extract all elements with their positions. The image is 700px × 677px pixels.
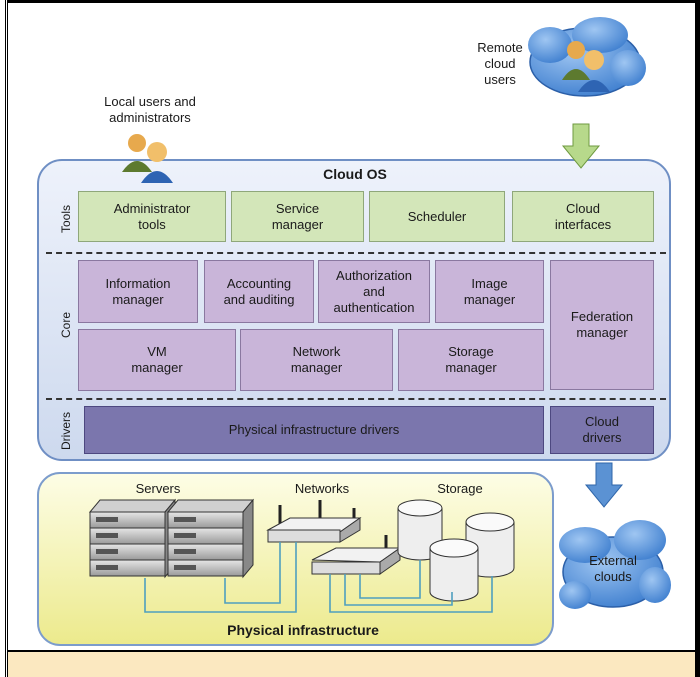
physical-infrastructure-drivers-box[interactable]: Physical infrastructure drivers — [84, 406, 544, 454]
core-drivers-divider — [46, 398, 666, 400]
vm-manager-box[interactable]: VM manager — [78, 329, 236, 391]
bottom-band — [8, 650, 695, 677]
remote-cloud-icon — [528, 17, 646, 97]
local-users-icon — [122, 134, 173, 183]
external-cloud-arrow — [584, 462, 624, 508]
remote-users-icon — [562, 41, 610, 92]
storage-icon — [397, 499, 515, 602]
top-border — [8, 0, 697, 3]
cloud-os-title: Cloud OS — [323, 166, 387, 182]
information-manager-box[interactable]: Information manager — [78, 260, 198, 323]
servers-label: Servers — [135, 481, 181, 496]
local-users-label: Local users and administrators — [104, 94, 196, 125]
storage-label: Storage — [437, 481, 483, 496]
core-section-label: Core — [59, 312, 73, 339]
physical-infrastructure-title: Physical infrastructure — [227, 622, 379, 638]
scheduler-box[interactable]: Scheduler — [369, 191, 505, 242]
accounting-auditing-box[interactable]: Accounting and auditing — [204, 260, 314, 323]
left-border — [0, 0, 8, 677]
federation-manager-box[interactable]: Federation manager — [550, 260, 654, 390]
right-border — [695, 0, 700, 677]
external-clouds-label: External clouds — [589, 553, 637, 584]
remote-access-arrow — [561, 123, 601, 169]
storage-manager-box[interactable]: Storage manager — [398, 329, 544, 391]
networks-icon — [266, 500, 402, 575]
networks-label: Networks — [294, 481, 350, 496]
cloud-interfaces-box[interactable]: Cloud interfaces — [512, 191, 654, 242]
remote-users-label: Remote cloud users — [477, 40, 523, 87]
image-manager-box[interactable]: Image manager — [435, 260, 544, 323]
tools-core-divider — [46, 252, 666, 254]
administrator-tools-box[interactable]: Administrator tools — [78, 191, 226, 242]
infrastructure-cables — [144, 542, 493, 613]
drivers-section-label: Drivers — [59, 412, 73, 450]
tools-section-label: Tools — [59, 205, 73, 234]
servers-icon — [88, 498, 255, 579]
service-manager-box[interactable]: Service manager — [231, 191, 364, 242]
cloud-drivers-box[interactable]: Cloud drivers — [550, 406, 654, 454]
network-manager-box[interactable]: Network manager — [240, 329, 393, 391]
authorization-authentication-box[interactable]: Authorization and authentication — [318, 260, 430, 323]
external-clouds-icon — [559, 520, 671, 609]
